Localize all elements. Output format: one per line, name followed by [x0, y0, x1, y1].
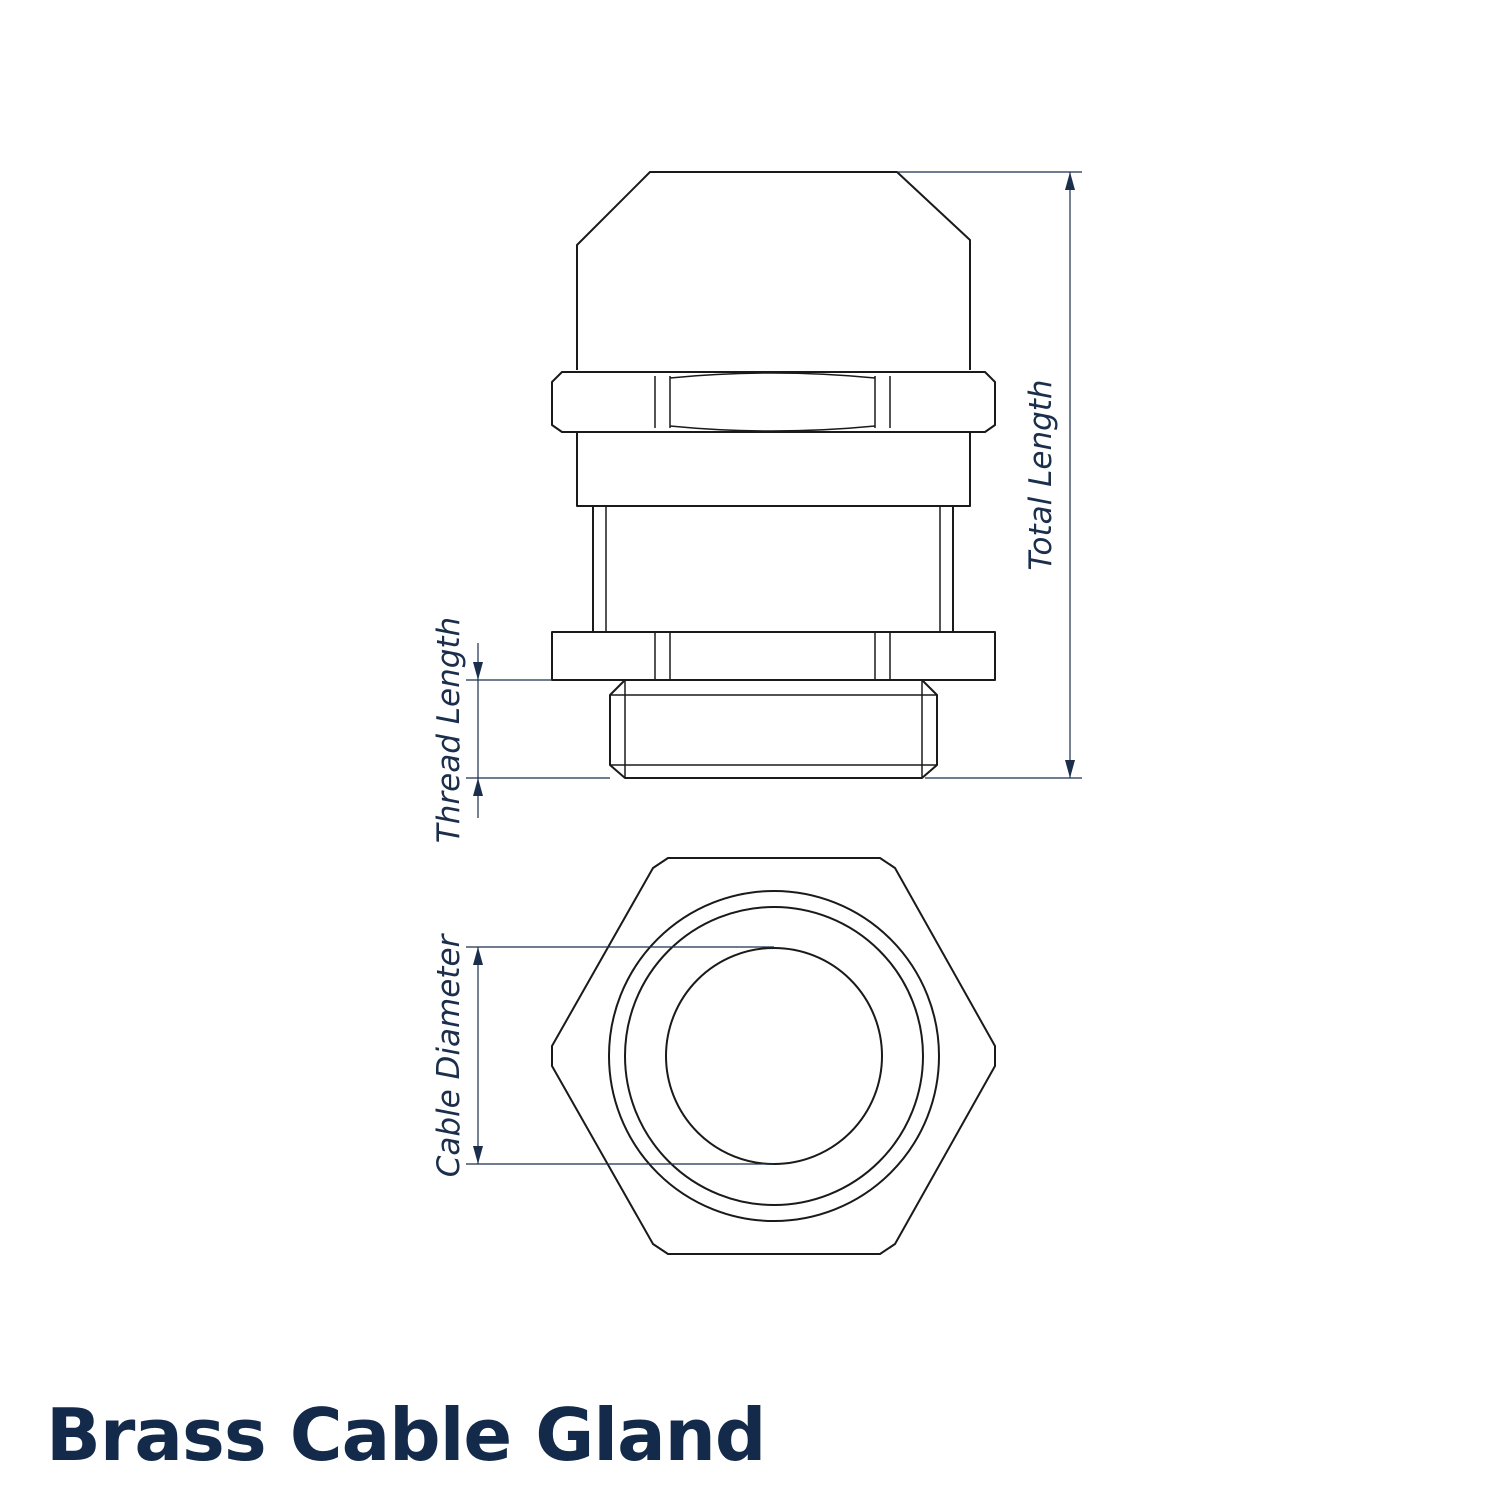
arrowhead	[473, 778, 483, 796]
cable-bore	[665, 947, 883, 1165]
dome-cap	[576, 171, 971, 370]
arrowhead	[1065, 760, 1075, 778]
end-view	[551, 857, 996, 1255]
side-view	[551, 171, 996, 779]
middle-ring	[624, 906, 924, 1206]
total-length-label: Total Length	[1023, 379, 1059, 570]
body-shaft	[592, 506, 954, 632]
cable-diameter-label: Cable Diameter	[431, 932, 467, 1177]
arrowhead	[473, 947, 483, 965]
hex-outline	[551, 857, 996, 1255]
outer-ring	[608, 890, 940, 1222]
thread-length-dimension: Thread Length	[431, 617, 610, 843]
upper-hex-nut	[551, 371, 996, 433]
arrowhead	[473, 1146, 483, 1164]
total-length-dimension: Total Length	[897, 171, 1082, 779]
lower-hex-flange	[551, 631, 996, 681]
upper-nut-face-curve-top	[669, 372, 876, 379]
upper-nut-face-curve-bottom	[669, 425, 876, 432]
arrowhead	[1065, 172, 1075, 190]
page-title: Brass Cable Gland	[46, 1393, 766, 1477]
thread-length-label: Thread Length	[431, 617, 467, 843]
arrowhead	[473, 662, 483, 680]
body-collar	[576, 431, 971, 507]
cable-diameter-dimension: Cable Diameter	[431, 932, 774, 1177]
